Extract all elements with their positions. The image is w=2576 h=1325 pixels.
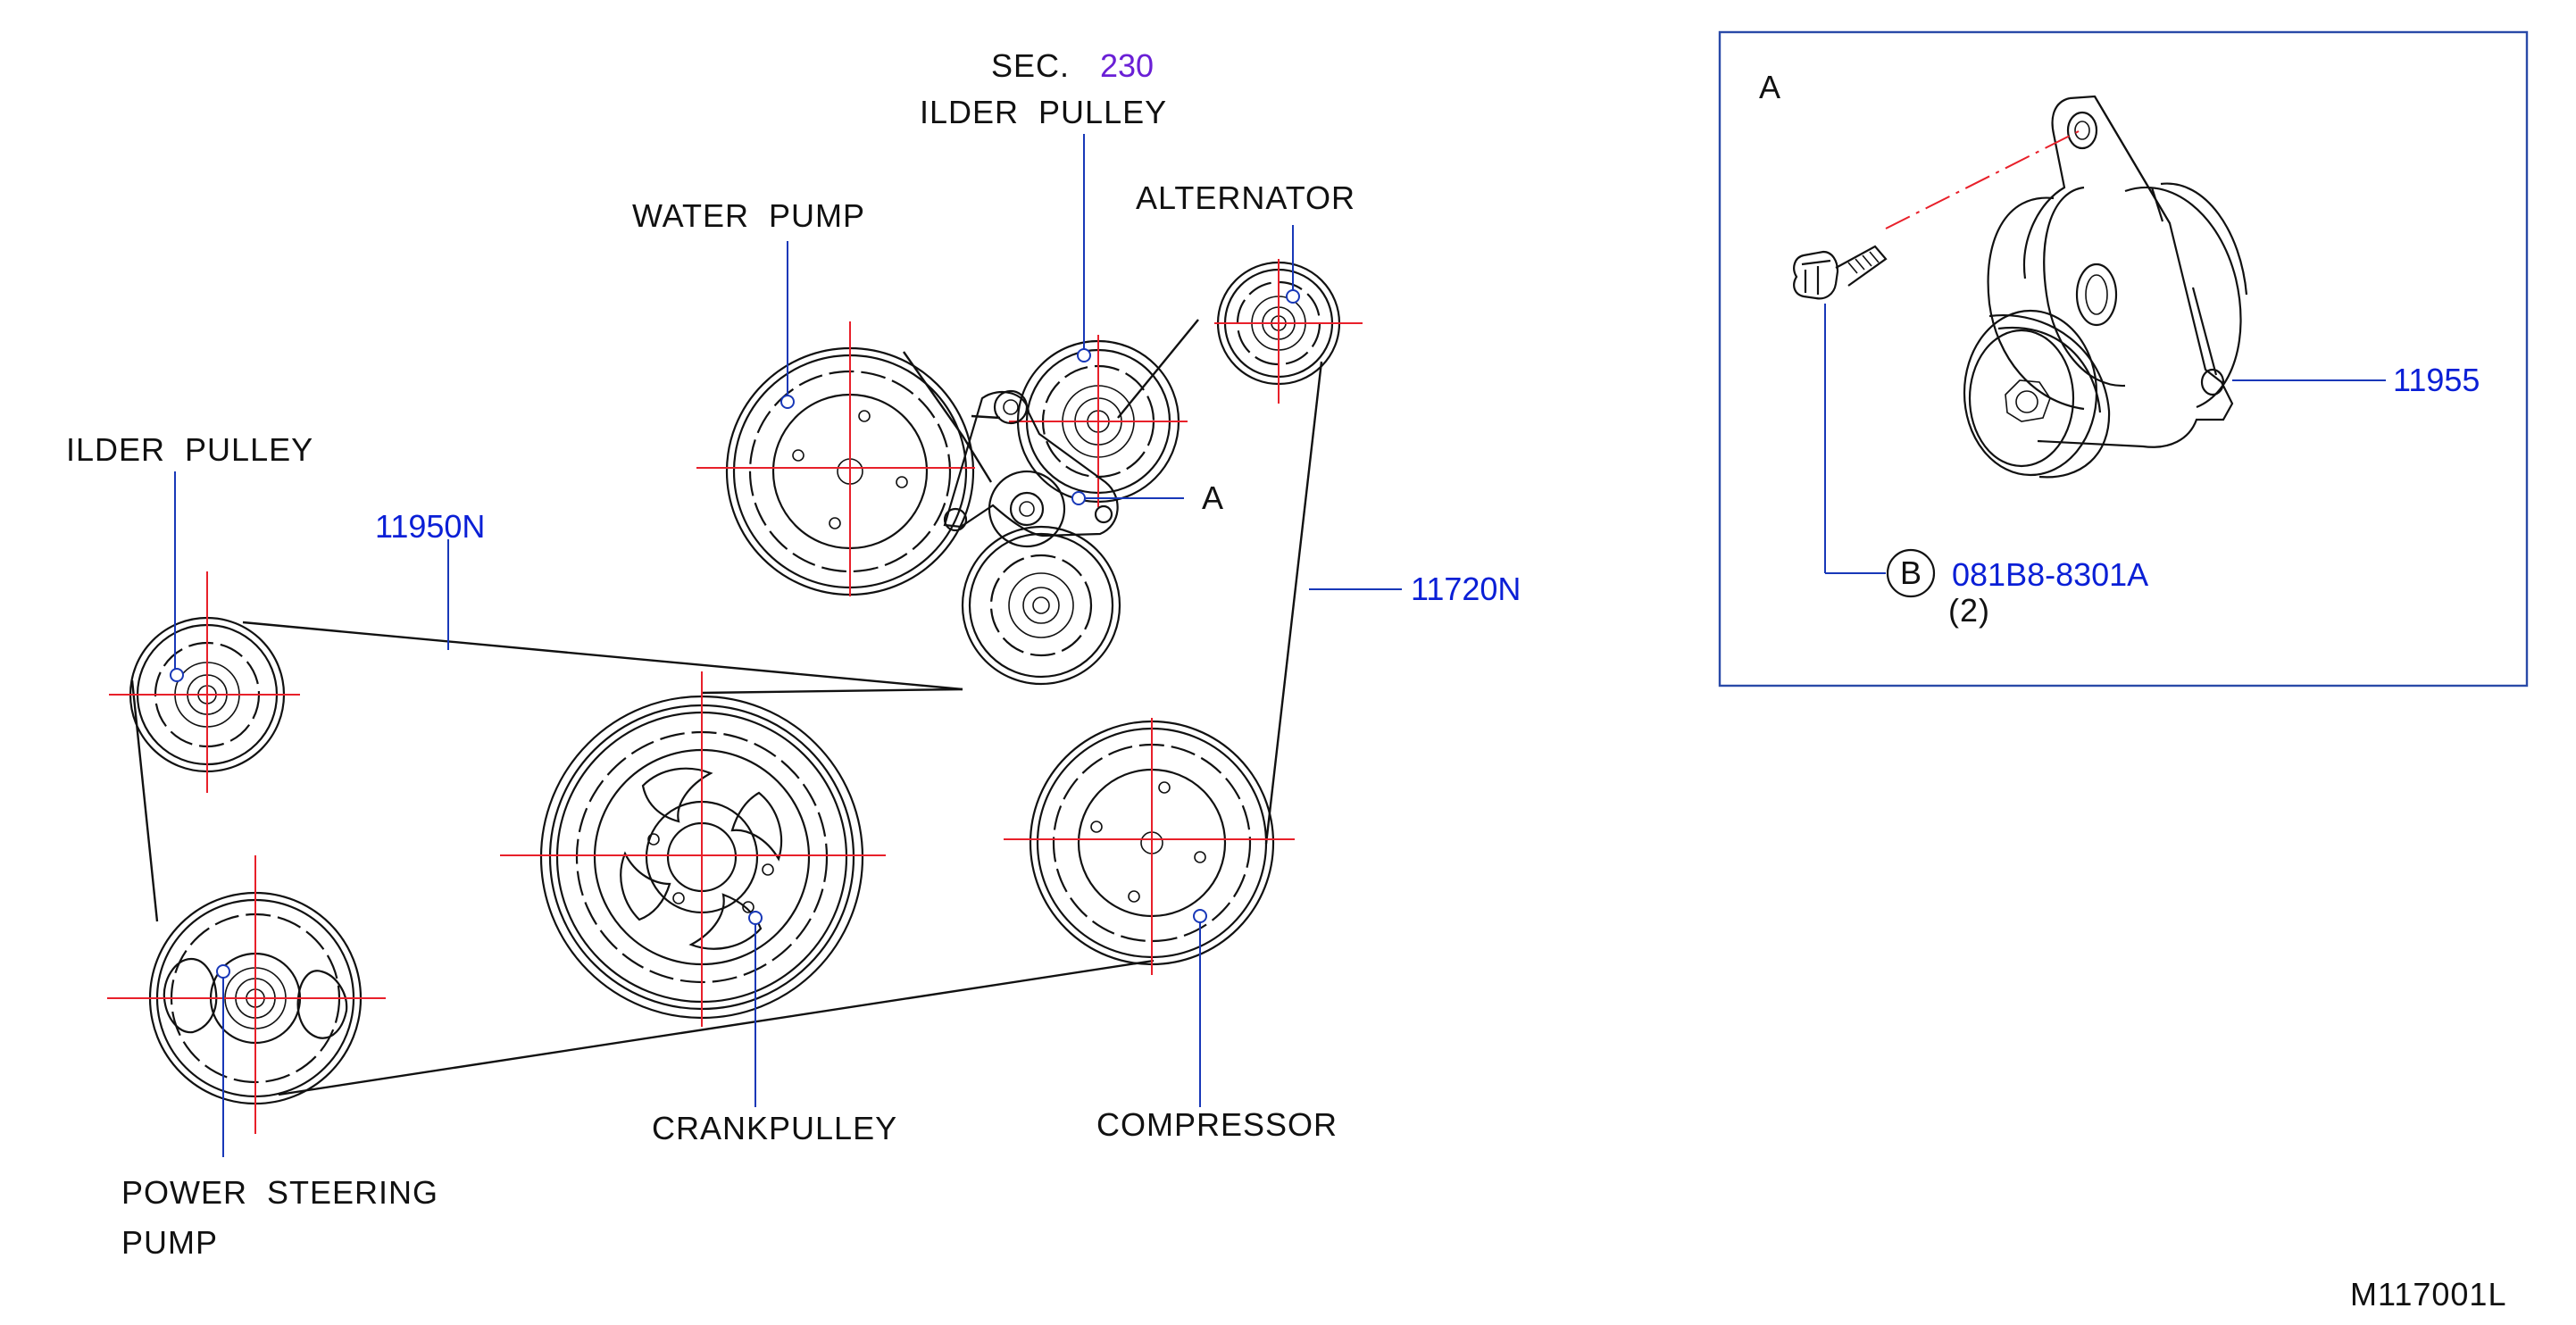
- label-callout-a: A: [1202, 479, 1224, 516]
- tensioner-bracket: [1963, 95, 2248, 479]
- label-idler-pulley-left: ILDER PULLEY: [66, 431, 313, 468]
- label-part-11720n[interactable]: 11720N: [1411, 571, 1521, 607]
- alternator-pulley: [1214, 259, 1363, 404]
- tensioner-assembly: [943, 389, 1121, 686]
- label-sec: SEC.: [991, 47, 1070, 84]
- bolt-axis: [1885, 129, 2081, 229]
- label-idler-pulley-top: ILDER PULLEY: [920, 94, 1167, 130]
- label-alternator: ALTERNATOR: [1136, 179, 1355, 216]
- power-steering-pulley: [107, 855, 386, 1134]
- label-diagram-code: M117001L: [2350, 1276, 2506, 1312]
- label-power-steering-line2: PUMP: [121, 1224, 218, 1261]
- label-bolt-part[interactable]: 081B8-8301A: [1952, 556, 2148, 593]
- belt-11950n: [130, 621, 1155, 1096]
- idler-pulley-left: [109, 571, 300, 793]
- label-crankpulley: CRANKPULLEY: [652, 1110, 897, 1146]
- label-bolt-qty: (2): [1948, 592, 1990, 629]
- label-compressor: COMPRESSOR: [1096, 1106, 1338, 1143]
- label-sec-number[interactable]: 230: [1100, 47, 1154, 84]
- crank-pulley: [500, 671, 886, 1027]
- detail-box-a: A: [1718, 30, 2529, 688]
- idler-pulley-top: [1009, 335, 1188, 507]
- bolt-marker: B: [1900, 554, 1922, 591]
- bolt-081b8-8301a: [1793, 245, 1888, 300]
- label-water-pump: WATER PUMP: [632, 197, 865, 234]
- water-pump-pulley: [696, 321, 975, 596]
- belt-11720n: [903, 319, 1323, 845]
- label-part-11955[interactable]: 11955: [2393, 362, 2480, 398]
- detail-title: A: [1759, 69, 1781, 105]
- bolt-marker-circle: [1886, 548, 1936, 598]
- compressor-pulley: [1004, 718, 1295, 975]
- label-part-11950n[interactable]: 11950N: [375, 508, 485, 545]
- leader-lines: [170, 134, 1402, 1157]
- label-power-steering-line1: POWER STEERING: [121, 1174, 438, 1211]
